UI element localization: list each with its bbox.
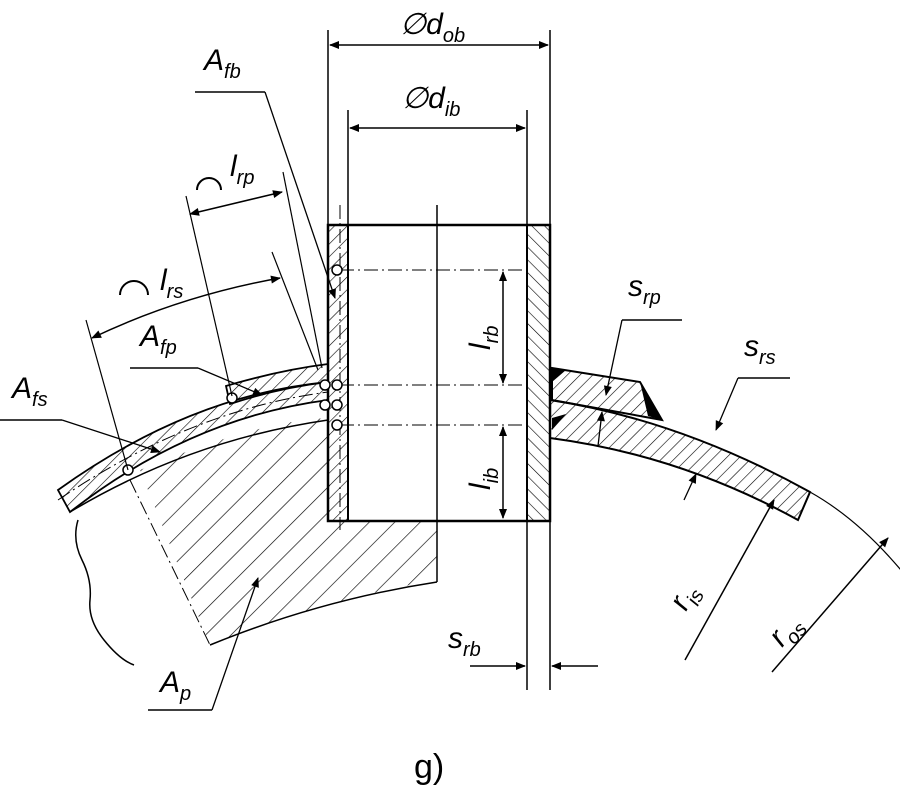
dim-l-rb: lrb (464, 271, 507, 384)
dim-s-rb: srb (448, 622, 598, 670)
leader-a-p: Ap (148, 577, 259, 711)
label-a-fs: Afs (10, 372, 48, 411)
label-r-os: ros (762, 607, 812, 656)
label-s-rs: srs (744, 330, 776, 369)
label-l-rp: lrp (230, 150, 254, 189)
figure-caption: g) (414, 748, 444, 786)
dim-l-rp: lrp (185, 150, 323, 397)
dim-d-ib: ∅dib (349, 82, 526, 132)
label-d-ib: ∅dib (402, 82, 460, 121)
dim-s-rs: srs (683, 330, 790, 501)
label-l-rs: lrs (160, 264, 183, 303)
bushing (122, 30, 552, 690)
dim-s-rp: srp (596, 270, 682, 447)
dim-r-is: ris (663, 499, 775, 661)
leader-a-fs: Afs (0, 372, 161, 454)
dim-l-ib: lib (464, 426, 507, 519)
label-a-fp: Afp (138, 320, 177, 359)
label-a-fb: Afb (202, 44, 241, 83)
label-l-rb: lrb (464, 326, 503, 350)
leader-a-fb: Afb (195, 44, 336, 299)
dim-r-os: ros (762, 537, 889, 673)
label-a-p: Ap (158, 666, 191, 705)
dim-l-rs: lrs (85, 251, 319, 471)
label-r-is: ris (663, 578, 709, 618)
label-l-ib: lib (464, 468, 503, 490)
dim-d-ob: ∅dob (329, 8, 549, 49)
right-shell (549, 366, 900, 570)
label-d-ob: ∅dob (400, 8, 465, 47)
label-s-rp: srp (628, 270, 661, 309)
leader-a-fp: Afp (130, 320, 263, 396)
label-s-rb: srb (448, 622, 481, 661)
plate-body (75, 205, 438, 666)
